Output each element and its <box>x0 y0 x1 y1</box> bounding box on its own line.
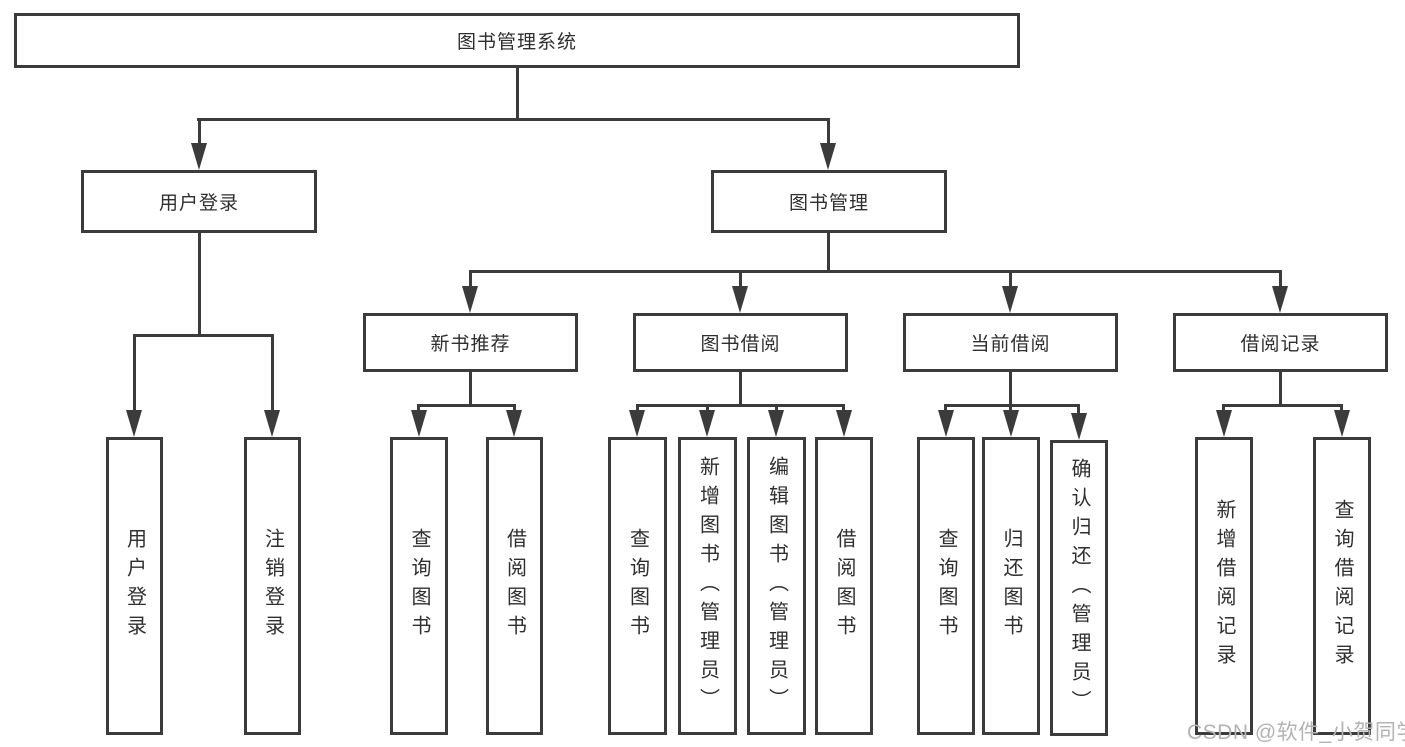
arrowhead-bb-borrow <box>836 410 852 437</box>
arrowhead-br-add <box>1216 410 1232 437</box>
arrowhead-leaf-user-login <box>126 410 142 437</box>
leaf-br-add-record: 新增借阅记录 <box>1195 437 1253 735</box>
connector-new-book-rec-rail <box>419 404 516 407</box>
leaf-label: 用户登录 <box>123 528 146 644</box>
leaf-label: 注销登录 <box>261 528 284 644</box>
connector-root-stub <box>516 68 519 121</box>
leaf-label: 新增图书（管理员） <box>696 455 719 717</box>
leaf-label: 新增借阅记录 <box>1213 499 1235 673</box>
connector-book-borrow-stub <box>739 372 742 407</box>
connector-current-borrow-stem <box>1009 270 1012 288</box>
node-label: 图书管理系统 <box>456 32 577 53</box>
leaf-user-login: 用户登录 <box>106 437 163 735</box>
leaf-label: 确认归还（管理员） <box>1068 457 1090 719</box>
leaf-bb-edit-books-admin: 编辑图书（管理员） <box>747 437 806 735</box>
connector-new-book-rec-stem <box>469 270 472 288</box>
node-current-borrowing: 当前借阅 <box>903 313 1118 372</box>
node-label: 新书推荐 <box>430 334 511 355</box>
leaf-label: 查询图书 <box>408 528 430 644</box>
connector-book-borrow-rail <box>637 404 845 407</box>
arrowhead-nrec-borrow <box>506 410 522 437</box>
arrowhead-cb-query <box>938 410 954 437</box>
arrowhead-nrec-query <box>411 410 427 437</box>
connector-level1-rail <box>197 118 830 121</box>
node-user-login: 用户登录 <box>81 170 317 233</box>
arrowhead-book-mgmt <box>820 143 836 170</box>
node-label: 当前借阅 <box>970 334 1051 355</box>
connector-bb-borrow-stem <box>842 404 845 414</box>
arrowhead-borrow-records <box>1272 286 1288 313</box>
leaf-nrec-query-books: 查询图书 <box>390 437 448 735</box>
node-borrowing-records: 借阅记录 <box>1173 313 1388 372</box>
connector-cb-query-stem <box>944 404 947 414</box>
connector-book-borrow-stem <box>739 270 742 288</box>
connector-bb-edit-stem <box>775 404 778 414</box>
connector-current-borrow-stub <box>1009 372 1012 407</box>
arrowhead-current-borrow <box>1002 286 1018 313</box>
leaf-label: 借阅图书 <box>833 528 855 644</box>
connector-borrow-records-stub <box>1279 372 1282 407</box>
leaf-cb-confirm-return-admin: 确认归还（管理员） <box>1050 440 1108 736</box>
leaf-label: 查询图书 <box>935 528 957 644</box>
leaf-bb-borrow-books: 借阅图书 <box>815 437 873 735</box>
connector-book-mgmt-stem <box>827 118 830 146</box>
node-new-book-recommend: 新书推荐 <box>363 313 578 372</box>
connector-borrow-records-stem <box>1279 270 1282 288</box>
csdn-watermark: CSDN @软件_小贺同学 <box>1187 721 1405 744</box>
arrowhead-leaf-logout <box>264 410 280 437</box>
leaf-cb-return-books: 归还图书 <box>982 437 1040 735</box>
connector-current-borrow-rail <box>945 404 1080 407</box>
connector-leaf-user-login-stem <box>133 334 136 412</box>
arrowhead-book-borrow <box>732 286 748 313</box>
connector-user-login-stem <box>198 118 201 146</box>
leaf-bb-add-books-admin: 新增图书（管理员） <box>678 437 737 735</box>
connector-bb-query-stem <box>636 404 639 414</box>
node-book-management: 图书管理 <box>711 170 947 233</box>
node-label: 图书管理 <box>788 193 869 214</box>
leaf-logout: 注销登录 <box>244 437 301 735</box>
connector-nrec-query-stem <box>417 404 420 414</box>
leaf-nrec-borrow-books: 借阅图书 <box>486 437 543 735</box>
arrowhead-user-login <box>191 143 207 170</box>
leaf-bb-query-books: 查询图书 <box>608 437 667 735</box>
connector-user-login-rail <box>133 334 274 337</box>
node-library-management-system: 图书管理系统 <box>14 13 1020 68</box>
leaf-label: 查询借阅记录 <box>1331 499 1353 673</box>
connector-user-login-stub <box>198 233 201 337</box>
leaf-cb-query-books: 查询图书 <box>917 437 975 735</box>
connector-leaf-logout-stem <box>271 334 274 412</box>
connector-borrow-records-rail <box>1223 404 1343 407</box>
connector-cb-return-stem <box>1009 404 1012 414</box>
arrowhead-bb-add <box>699 410 715 437</box>
arrowhead-new-book-rec <box>462 286 478 313</box>
node-label: 图书借阅 <box>700 334 781 355</box>
connector-cb-confirm-stem <box>1077 404 1080 416</box>
connector-br-add-stem <box>1222 404 1225 414</box>
node-book-borrowing: 图书借阅 <box>633 313 848 372</box>
arrowhead-cb-confirm <box>1071 413 1087 440</box>
connector-book-mgmt-stub <box>827 233 830 273</box>
leaf-label: 编辑图书（管理员） <box>765 455 788 717</box>
leaf-label: 归还图书 <box>1000 528 1022 644</box>
node-label: 用户登录 <box>158 193 239 214</box>
arrowhead-br-query <box>1334 410 1350 437</box>
node-label: 借阅记录 <box>1240 334 1321 355</box>
leaf-label: 查询图书 <box>626 528 649 644</box>
leaf-label: 借阅图书 <box>503 528 526 644</box>
connector-br-query-stem <box>1340 404 1343 414</box>
leaf-br-query-record: 查询借阅记录 <box>1313 437 1371 735</box>
arrowhead-bb-query <box>629 410 645 437</box>
connector-level2-rail <box>470 270 1282 273</box>
arrowhead-bb-edit <box>768 410 784 437</box>
connector-nrec-borrow-stem <box>513 404 516 414</box>
connector-new-book-rec-stub <box>469 372 472 407</box>
connector-bb-add-stem <box>706 404 709 414</box>
arrowhead-cb-return <box>1003 410 1019 437</box>
